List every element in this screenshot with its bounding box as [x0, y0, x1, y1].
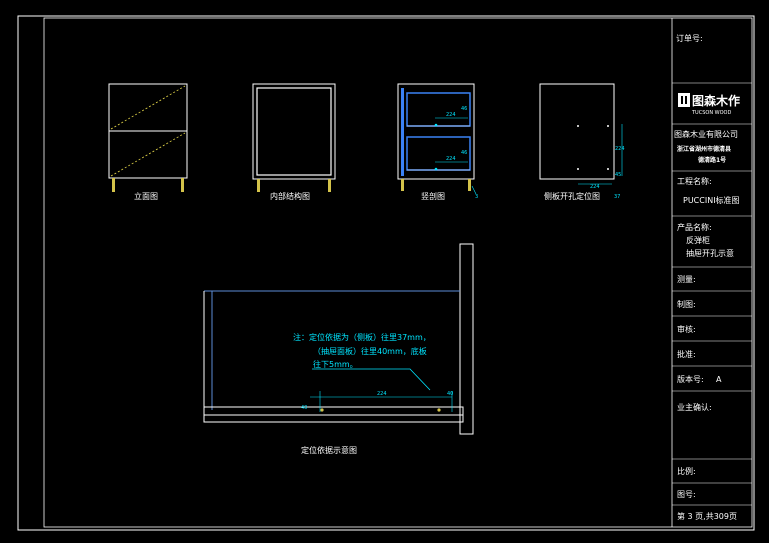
product-label: 产品名称: [677, 222, 712, 232]
review-label: 审核: [677, 324, 696, 334]
title-block: 订单号: 图森木作 TUCSON WOOD 图森木业有限公司 浙江省湖州市德清县… [671, 18, 752, 527]
page-indicator: 第 3 页,共309页 [677, 511, 737, 521]
section-top-height: 46 [461, 106, 467, 112]
owner-confirm-label: 业主确认: [677, 402, 712, 412]
drawn-label: 制图: [677, 299, 696, 309]
locator-right-dim: 40 [447, 391, 453, 397]
side-width-dim: 224 [590, 184, 600, 190]
project-value: PUCCINI标准图 [683, 195, 740, 205]
scale-label: 比例: [677, 466, 696, 476]
locator-left-dim: 40 [301, 405, 307, 411]
side-panel-label: 侧板开孔定位图 [544, 191, 600, 201]
survey-label: 测量: [677, 275, 696, 284]
address-line-1: 浙江省湖州市德清县 [677, 145, 731, 153]
version-value: A [716, 375, 722, 384]
approve-label: 批准: [677, 349, 696, 359]
product-line-2: 抽屉开孔示意 [686, 248, 734, 258]
side-height-dim: 224 [615, 146, 625, 152]
note-line-2: （抽屉面板）往里40mm，底板 [313, 346, 427, 356]
note-line-1: 注：定位依据为（侧板）往里37mm， [293, 332, 431, 342]
section-top-width: 224 [446, 112, 456, 118]
address-line-2: 德清路1号 [697, 156, 726, 164]
section-bottom-height: 46 [461, 150, 467, 156]
company-name: 图森木业有限公司 [674, 129, 738, 139]
locator-width-dim: 224 [377, 391, 387, 397]
section-view: 224 46 224 46 3 竖剖图 [397, 83, 478, 201]
logo-mark-icon [678, 93, 690, 107]
drawing-no-label: 图号: [677, 490, 696, 499]
side-small-a-dim: 45 [615, 172, 621, 178]
internal-label: 内部结构图 [270, 191, 310, 201]
outer-border [17, 15, 755, 531]
locator-view: 224 40 40 注：定位依据为（侧板）往里37mm， （抽屉面板）往里40m… [203, 243, 474, 455]
inner-border [43, 17, 753, 528]
section-label: 竖剖图 [421, 191, 445, 201]
version-label: 版本号: [677, 374, 704, 384]
product-line-1: 反弹柜 [686, 235, 710, 245]
side-panel-view: 224 224 45 37 侧板开孔定位图 [539, 83, 625, 201]
logo-en: TUCSON WOOD [691, 110, 731, 116]
order-no-label: 订单号: [676, 33, 703, 43]
elevation-label: 立面图 [134, 191, 158, 201]
section-side-dim: 3 [475, 194, 478, 200]
elevation-view: 立面图 [108, 83, 188, 201]
locator-label: 定位依据示意图 [301, 445, 357, 455]
logo-name: 图森木作 [692, 93, 740, 108]
section-bottom-width: 224 [446, 156, 456, 162]
project-label: 工程名称: [677, 176, 712, 186]
side-small-b-dim: 37 [614, 194, 620, 200]
note-line-3: 往下5mm。 [313, 359, 358, 369]
internal-view: 内部结构图 [252, 83, 336, 201]
